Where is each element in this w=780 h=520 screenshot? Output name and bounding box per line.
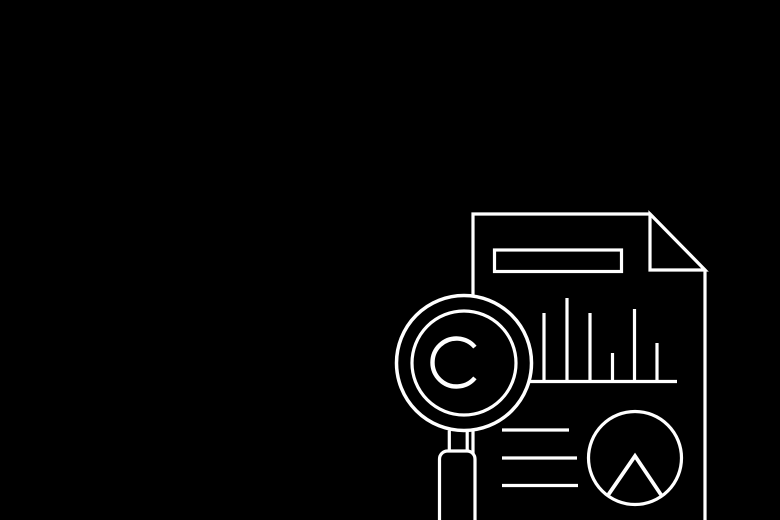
copyright-c-icon — [430, 336, 477, 389]
magnifier-outer-lens — [394, 293, 534, 433]
pie-chart-icon — [586, 409, 684, 507]
document-title-bar — [492, 248, 624, 274]
text-lines-icon — [502, 428, 578, 488]
magnifier-inner-lens — [410, 309, 518, 417]
pie-wedge — [606, 452, 664, 497]
bar-chart-icon — [521, 298, 677, 384]
magnifier-icon — [394, 293, 534, 520]
document-fold-corner — [648, 210, 709, 272]
magnifier-handle — [437, 449, 477, 520]
